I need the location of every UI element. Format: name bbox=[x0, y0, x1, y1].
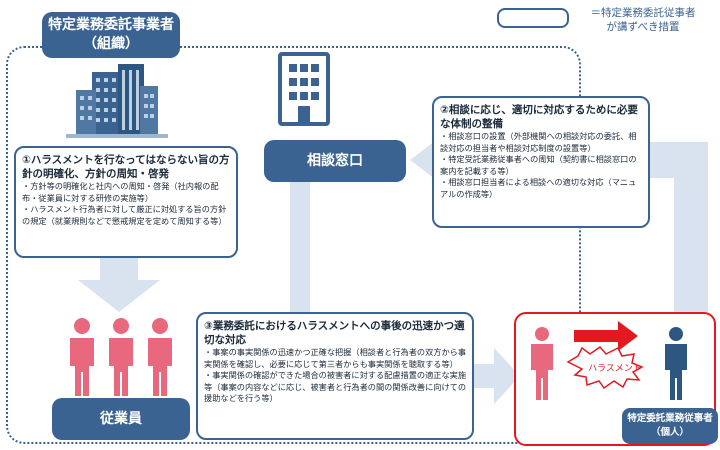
measure-box-consultation-item: ・相談窓口の設置（外部機関への相談対応の委託、相談対応の担当者や相談対応制度の設… bbox=[440, 131, 637, 153]
legend-text: ＝特定業務委託従事者 が講ずべき措置 bbox=[590, 7, 696, 33]
office-building-icon bbox=[278, 52, 330, 126]
consultation-window-label: 相談窓口 bbox=[264, 140, 406, 182]
legend-swatch bbox=[497, 8, 569, 28]
offender-person-icon bbox=[531, 327, 553, 400]
harassment-arrow-icon bbox=[574, 321, 638, 351]
measure-box-policy: ①ハラスメントを行なってはならない旨の方針の明確化、方針の周知・啓発 ・方針等の… bbox=[14, 146, 238, 258]
building-icon bbox=[66, 64, 168, 138]
harassment-label: ハラスメント bbox=[588, 363, 642, 374]
organization-label: 特定業務委託事業者 （組織） bbox=[42, 12, 180, 58]
measure-box-policy-item: ・ハラスメント行為者に対して厳正に対処する旨の方針の規定（就業規則などで懲戒規定… bbox=[22, 204, 227, 226]
measure-box-response-item: ・事実関係の確認ができた場合の被害者に対する配慮措置の適正な実施等（事案の内容な… bbox=[204, 370, 467, 404]
measure-box-response: ③業務委託におけるハラスメントへの事後の迅速かつ適切な対応 ・事案の事実関係の迅… bbox=[196, 312, 474, 440]
person-icon bbox=[665, 327, 687, 400]
measure-box-consultation-system: ②相談に応じ、適切に対応するために必要な体制の整備 ・相談窓口の設置（外部機関へ… bbox=[432, 96, 650, 228]
organization-boundary bbox=[6, 46, 581, 444]
harassment-burst-icon bbox=[566, 345, 644, 390]
connector-consult-to-box3 bbox=[290, 182, 310, 314]
arrow-box3-to-worker bbox=[474, 348, 520, 404]
measure-box-response-title: ③業務委託におけるハラスメントへの事後の迅速かつ適切な対応 bbox=[204, 320, 465, 346]
measure-box-consultation-item: ・相談窓口担当者による相談への適切な対応（マニュアルの作成等） bbox=[440, 177, 637, 199]
employees-label: 従業員 bbox=[52, 398, 190, 440]
measure-box-policy-title: ①ハラスメントを行なってはならない旨の方針の明確化、方針の周知・啓発 bbox=[22, 154, 230, 180]
measure-box-consultation-item: ・特定受託業務従事者への周知（契約書に相談窓口の案内を記載する等） bbox=[440, 154, 637, 176]
measure-box-response-item: ・事案の事実関係の迅速かつ正確な把握（相談者と行為者の双方から事実関係を確認し、… bbox=[204, 347, 467, 369]
people-group-icon bbox=[70, 318, 172, 396]
measure-box-policy-item: ・方針等の明確化と社内への周知・啓発（社内報の配布・従業員に対する研修の実施等） bbox=[22, 181, 219, 203]
measure-box-consultation-title: ②相談に応じ、適切に対応するために必要な体制の整備 bbox=[440, 104, 638, 130]
harassment-scene: ハラスメント bbox=[531, 321, 687, 400]
specified-worker-label: 特定委託業務従事者 （個人） bbox=[622, 408, 718, 444]
arrow-org-to-employees bbox=[78, 258, 160, 312]
